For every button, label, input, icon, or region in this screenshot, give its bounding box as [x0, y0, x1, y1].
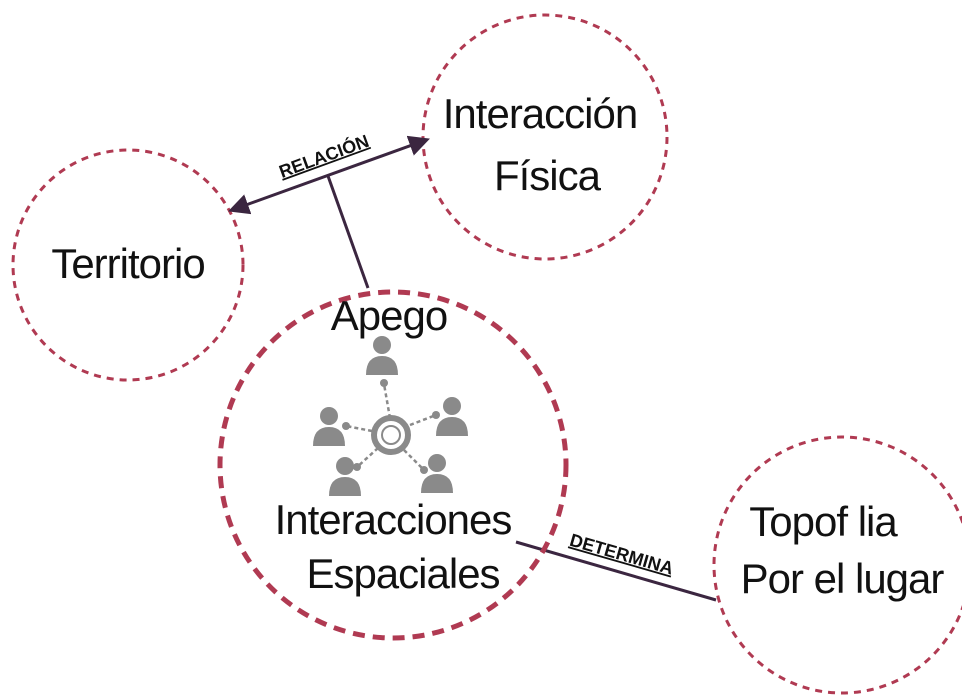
apego-top-label: Apego	[331, 292, 447, 339]
node-territorio: Territorio	[11, 148, 245, 382]
determina-line	[515, 540, 717, 602]
interaccion-fisica-circle	[421, 13, 669, 261]
interaccion-fisica-label-line2: Física	[494, 152, 602, 199]
apego-label-line1: Interacciones	[275, 496, 512, 543]
topofilia-label-line2: Por el lugar	[741, 555, 945, 602]
topofilia-circle	[712, 435, 962, 695]
relacion-label: RELACIÓN	[276, 130, 372, 182]
relacion-branch-line	[326, 175, 370, 289]
apego-circle	[217, 289, 569, 641]
relacion-arrow-line	[228, 135, 430, 215]
node-topofilia: Topof lia Por el lugar	[712, 435, 962, 695]
apego-label-line2: Espaciales	[306, 550, 499, 597]
node-interaccion-fisica: Interacción Física	[421, 13, 669, 261]
territorio-circle	[11, 148, 245, 382]
edge-relacion: RELACIÓN	[228, 130, 430, 289]
node-apego: Apego Interacciones Espaciales	[217, 289, 569, 641]
territorio-label: Territorio	[51, 240, 204, 287]
people-network-icon	[313, 336, 468, 496]
edge-determina: DETERMINA	[515, 530, 717, 602]
topofilia-label-line1: Topof lia	[749, 498, 898, 545]
interaccion-fisica-label-line1: Interacción	[443, 90, 637, 137]
